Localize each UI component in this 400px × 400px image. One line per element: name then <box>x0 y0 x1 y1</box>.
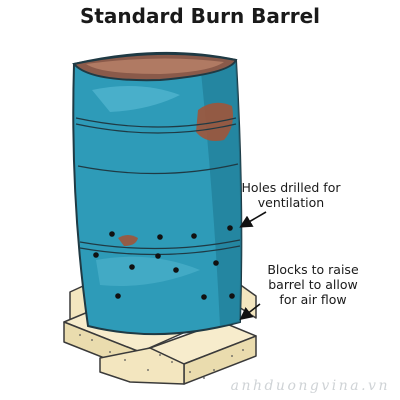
block-bottom-left <box>99 347 185 385</box>
callout-holes-line-2: ventilation <box>257 195 325 210</box>
callout-blocks-line-1: Blocks to raise <box>267 262 359 277</box>
ventilation-holes <box>93 225 235 300</box>
hole <box>227 225 233 231</box>
hole <box>115 293 121 299</box>
hole <box>173 267 179 273</box>
hole <box>229 293 235 299</box>
diagram-title: Standard Burn Barrel <box>79 4 321 28</box>
barrel-top-inner <box>86 58 224 74</box>
hole <box>129 264 135 270</box>
hole <box>155 253 161 259</box>
hole <box>201 294 207 300</box>
callout-holes-line-1: Holes drilled for <box>241 180 341 195</box>
callout-blocks-line-2: barrel to allow <box>268 277 358 292</box>
block-speckles <box>79 334 244 379</box>
hole <box>213 260 219 266</box>
hole <box>191 233 197 239</box>
holes-arrow <box>239 211 267 228</box>
barrel-highlight <box>92 86 180 112</box>
watermark: anhduongvina.vn <box>230 378 390 394</box>
blocks-arrow <box>239 303 261 320</box>
hole <box>109 231 115 237</box>
barrel-highlight-lower <box>96 256 200 286</box>
callout-holes: Holes drilled for ventilation <box>236 180 346 210</box>
hole <box>157 234 163 240</box>
rust-patch-small <box>118 235 138 246</box>
callout-blocks-line-3: for air flow <box>279 292 347 307</box>
callout-blocks: Blocks to raise barrel to allow for air … <box>250 262 376 307</box>
hole <box>93 252 99 258</box>
